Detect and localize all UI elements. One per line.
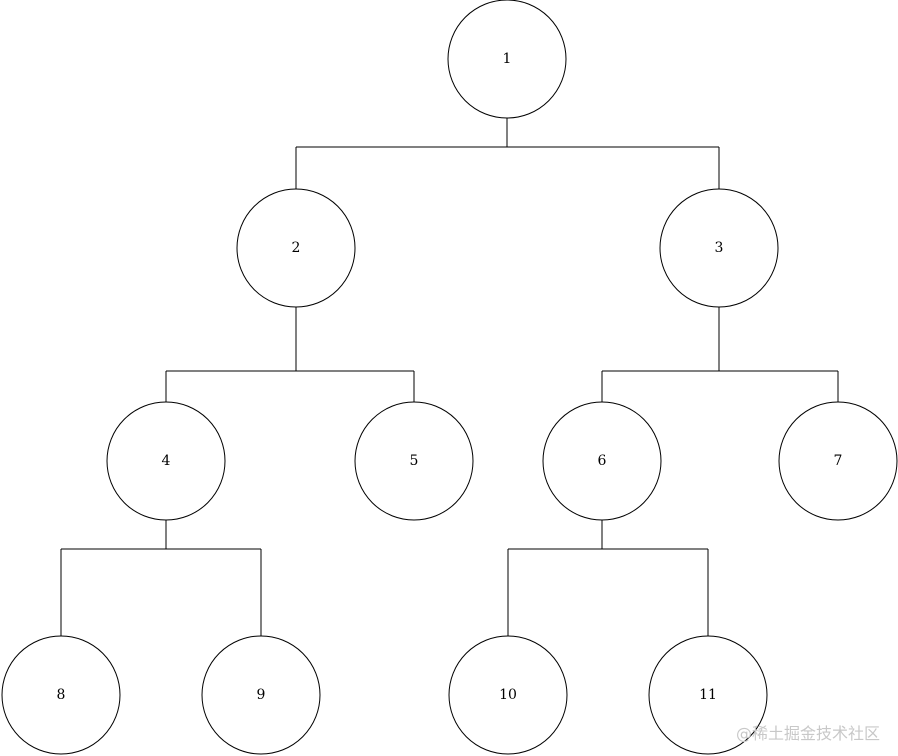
tree-node-6: 6: [542, 401, 662, 521]
node-label-1: 1: [503, 51, 512, 67]
node-circle-9: [201, 635, 321, 755]
node-circle-10: [448, 635, 568, 755]
node-circle-7: [778, 401, 898, 521]
node-circle-5: [354, 401, 474, 521]
node-circle-6: [542, 401, 662, 521]
watermark: @稀土掘金技术社区: [735, 724, 880, 743]
node-circle-2: [236, 188, 356, 308]
tree-node-7: 7: [778, 401, 898, 521]
node-circle-4: [106, 401, 226, 521]
tree-node-9: 9: [201, 635, 321, 755]
tree-node-4: 4: [106, 401, 226, 521]
node-circle-1: [447, 0, 567, 119]
node-label-2: 2: [292, 240, 301, 256]
tree-node-8: 8: [1, 635, 121, 755]
edges-layer: [60, 118, 839, 636]
node-circle-8: [1, 635, 121, 755]
node-label-4: 4: [162, 453, 171, 469]
node-label-5: 5: [410, 453, 419, 469]
tree-node-5: 5: [354, 401, 474, 521]
node-label-11: 11: [699, 687, 717, 703]
tree-node-11: 11: [648, 635, 768, 755]
node-circle-11: [648, 635, 768, 755]
node-label-8: 8: [57, 687, 66, 703]
node-label-7: 7: [834, 453, 843, 469]
node-circle-3: [659, 188, 779, 308]
node-label-6: 6: [598, 453, 607, 469]
node-label-9: 9: [257, 687, 266, 703]
tree-node-2: 2: [236, 188, 356, 308]
tree-node-10: 10: [448, 635, 568, 755]
node-label-10: 10: [499, 687, 517, 703]
tree-node-1: 1: [447, 0, 567, 119]
tree-node-3: 3: [659, 188, 779, 308]
node-label-3: 3: [715, 240, 724, 256]
